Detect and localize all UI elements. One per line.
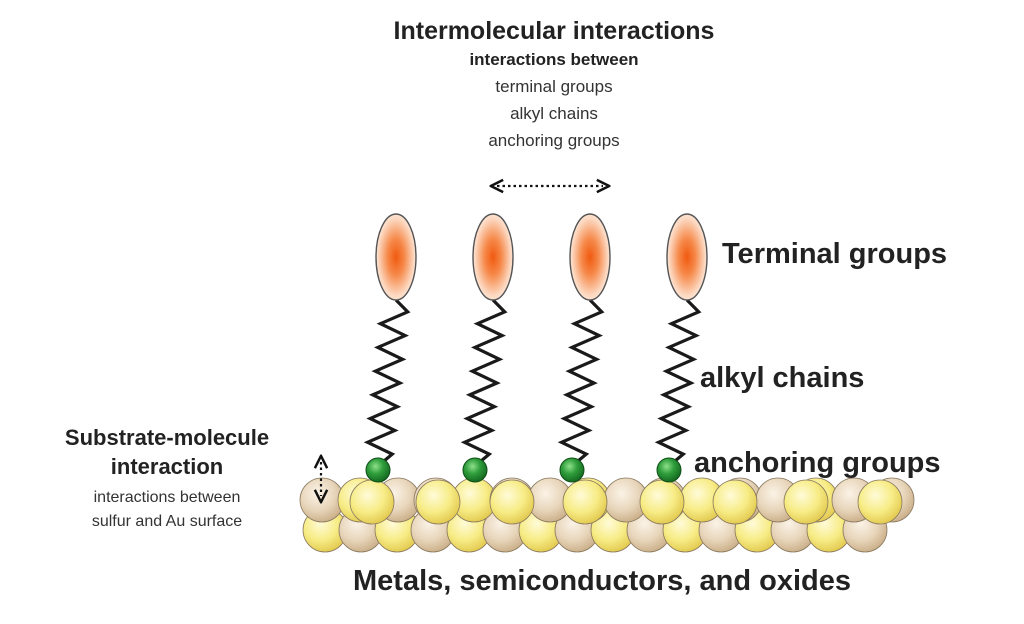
anchoring-group <box>365 457 391 483</box>
substrate-atom <box>857 479 903 525</box>
intermolecular-item-terminal: terminal groups <box>495 77 613 96</box>
substrate-interaction-desc-1: interactions between <box>93 489 241 506</box>
substrate-interaction-desc-2: sulfur and Au surface <box>91 513 243 530</box>
terminal-groups-label: Terminal groups <box>722 238 948 270</box>
substrate-caption: Metals, semiconductors, and oxides <box>353 565 851 597</box>
terminal-group <box>375 213 417 301</box>
alkyl-chains-label: alkyl chains <box>700 362 865 394</box>
substrate-atom <box>349 479 395 525</box>
terminal-group <box>569 213 611 301</box>
substrate-atom <box>783 479 829 525</box>
alkyl-chain <box>460 298 508 468</box>
terminal-group <box>666 213 708 301</box>
substrate-atom <box>489 479 535 525</box>
anchoring-groups-label: anchoring groups <box>694 447 941 479</box>
anchoring-group <box>462 457 488 483</box>
intermolecular-subtitle: interactions between <box>469 50 639 69</box>
substrate-atom <box>712 479 758 525</box>
substrate-atom <box>562 479 608 525</box>
substrate-lattice <box>299 477 915 553</box>
intermolecular-item-alkyl: alkyl chains <box>510 104 598 123</box>
intermolecular-item-anchoring: anchoring groups <box>488 131 620 150</box>
anchoring-group <box>656 457 682 483</box>
intermolecular-title: Intermolecular interactions <box>393 17 715 45</box>
substrate-atom <box>639 479 685 525</box>
terminal-group <box>472 213 514 301</box>
anchoring-group <box>559 457 585 483</box>
alkyl-chain <box>557 298 605 468</box>
substrate-interaction-title-2: interaction <box>110 454 224 479</box>
alkyl-chain <box>363 298 411 468</box>
molecule-layer <box>363 213 708 483</box>
substrate-interaction-title-1: Substrate-molecule <box>64 425 270 450</box>
alkyl-chain <box>654 298 702 468</box>
substrate-atom <box>415 479 461 525</box>
